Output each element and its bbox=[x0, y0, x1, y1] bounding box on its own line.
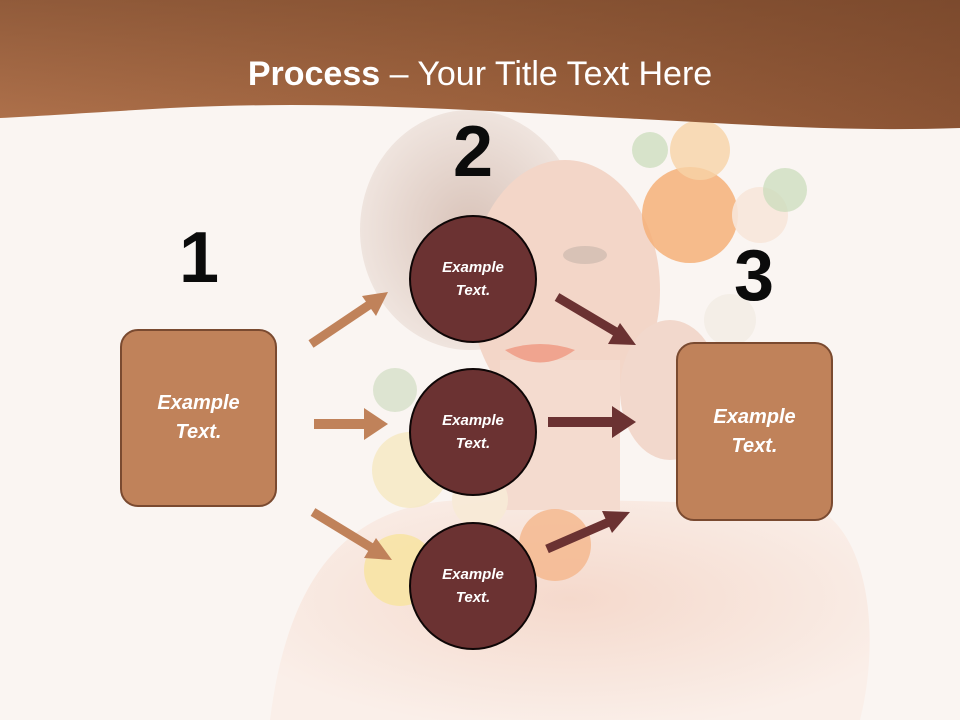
arrow-1-to-top bbox=[308, 292, 388, 348]
circle-bottom-text: Example Text. bbox=[442, 566, 504, 606]
step-2-circle-top[interactable]: Example Text. bbox=[409, 215, 537, 343]
step-2-circle-bottom[interactable]: Example Text. bbox=[409, 522, 537, 650]
title-rest: – Your Title Text Here bbox=[380, 55, 713, 93]
step-3-text: Example Text. bbox=[713, 405, 796, 457]
arrow-top-to-3 bbox=[554, 293, 636, 345]
arrow-1-to-bottom bbox=[310, 508, 392, 560]
arrow-bottom-to-3 bbox=[545, 511, 630, 554]
arrow-1-to-middle bbox=[314, 408, 388, 440]
arrow-middle-to-3 bbox=[548, 406, 636, 438]
step-1-text: Example Text. bbox=[157, 392, 240, 443]
circle-top-text: Example Text. bbox=[442, 259, 504, 299]
step-2-circle-middle[interactable]: Example Text. bbox=[409, 368, 537, 496]
circle-middle-text: Example Text. bbox=[442, 412, 504, 452]
step-1-box[interactable]: Example Text. bbox=[120, 329, 277, 507]
step-number-1: 1 bbox=[178, 218, 220, 298]
page-title: Process – Your Title Text Here bbox=[0, 52, 960, 96]
header-band bbox=[0, 0, 960, 130]
title-strong: Process bbox=[247, 55, 381, 93]
step-number-3: 3 bbox=[733, 236, 775, 316]
step-3-box[interactable]: Example Text. bbox=[676, 342, 833, 521]
step-number-2: 2 bbox=[452, 112, 494, 192]
